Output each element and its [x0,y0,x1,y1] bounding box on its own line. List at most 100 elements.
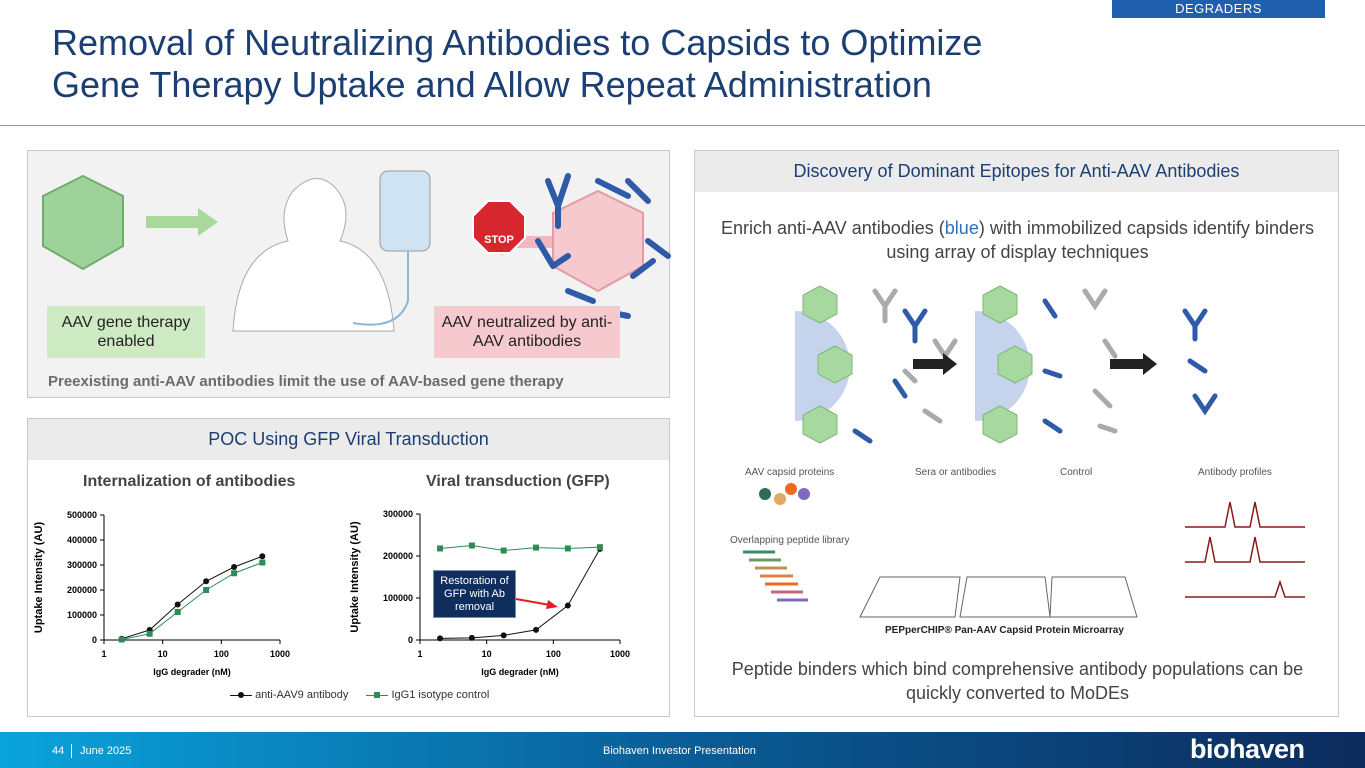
x-axis-label: IgG degrader (nM) [153,667,231,677]
data-point-anti-aav9 [231,564,238,570]
title-line-2: Gene Therapy Uptake and Allow Repeat Adm… [52,64,932,105]
series-line-1 [440,544,600,552]
data-point-igg1 [564,545,571,552]
x-tick-label: 1 [101,649,106,659]
aav-capsid-icon [42,174,124,271]
data-point-igg1 [437,545,444,552]
data-point-igg1 [500,547,507,554]
conclusion-text: Peptide binders which bind comprehensive… [731,659,1304,703]
y-axis-label: Uptake Intensity (AU) [33,522,45,634]
data-point-igg1 [596,544,603,551]
data-point-igg1 [174,609,181,615]
arrow-right-icon [1110,353,1157,375]
enrichment-illustration [795,285,1218,444]
chart-legend: anti-AAV9 antibody IgG1 isotype control [230,689,489,701]
peptide-bars [743,550,808,602]
neutralized-capsid-icon [552,189,644,293]
chart2-title: Viral transduction (GFP) [426,473,610,490]
fig-label-sera: Sera or antibodies [915,467,997,478]
gene-therapy-illustration: STOP [42,170,671,332]
x-tick-label: 100 [214,649,229,659]
x-tick-label: 10 [158,649,168,659]
x-tick-label: 100 [546,649,561,659]
y-tick-label: 0 [92,635,97,645]
fig-label-microarray: PEPperCHIP® Pan-AAV Capsid Protein Micro… [885,625,1124,636]
data-point-anti-aav9 [533,626,540,633]
series-line-0 [121,555,263,640]
iv-bag-icon [379,170,431,252]
epitope-header: Discovery of Dominant Epitopes for Anti-… [695,151,1338,192]
data-point-igg1 [203,587,210,593]
series-line-0 [440,548,601,639]
arrow-right-icon [913,353,957,375]
pepperchip-figure: AAV capsid proteins Sera or antibodies C… [705,457,1330,637]
label-gene-therapy-enabled: AAV gene therapy enabled [47,306,205,358]
poc-header: POC Using GFP Viral Transduction [28,419,669,460]
footer-title: Biohaven Investor Presentation [603,745,756,757]
fig-label-control: Control [1060,467,1093,478]
y-tick-label: 200000 [67,585,97,595]
capsid-icons [802,285,1033,444]
page-title: Removal of Neutralizing Antibodies to Ca… [52,22,1112,106]
x-axis-label: IgG degrader (nM) [481,667,559,677]
page-number: 44 [52,745,65,757]
stop-sign-text: STOP [484,234,514,246]
series-line-1 [121,562,263,640]
legend-item-anti-aav9: anti-AAV9 antibody [230,689,348,701]
microarray-slides [859,576,1138,618]
antibody-icons [852,288,1218,444]
y-axis-label: Uptake Intensity (AU) [349,521,361,633]
data-point-igg1 [468,542,475,549]
biohaven-logo: biohaven [1190,734,1305,764]
y-tick-label: 300000 [67,560,97,570]
x-tick-label: 10 [482,649,492,659]
fig-label-peptide-library: Overlapping peptide library [730,535,850,546]
annotation-arrow-icon [516,598,558,609]
chart1-title: Internalization of antibodies [83,473,296,490]
data-point-anti-aav9 [564,602,571,609]
y-tick-label: 100000 [383,593,413,603]
poc-panel: POC Using GFP Viral Transduction Interna… [27,418,670,717]
profile-lines [1185,501,1305,598]
data-point-igg1 [231,570,238,577]
data-point-anti-aav9 [437,635,444,642]
data-point-igg1 [533,544,540,551]
data-point-anti-aav9 [259,553,266,560]
stop-sign-icon [472,200,526,254]
data-point-igg1 [118,636,125,643]
fig-label-antibody-profiles: Antibody profiles [1198,467,1272,478]
y-tick-label: 0 [408,635,413,645]
y-tick-label: 200000 [383,551,413,561]
epitope-discovery-panel: Discovery of Dominant Epitopes for Anti-… [694,150,1339,717]
title-line-1: Removal of Neutralizing Antibodies to Ca… [52,22,983,63]
data-point-anti-aav9 [468,634,475,641]
arrow-right-icon [146,208,218,236]
capsid-protein-dots [759,483,810,505]
section-badge: DEGRADERS [1112,0,1325,18]
iv-tube [352,251,409,326]
y-tick-label: 300000 [383,509,413,519]
label-aav-neutralized: AAV neutralized by anti-AAV antibodies [434,306,620,358]
divider [0,125,1365,126]
footer: 44 June 2025 Biohaven Investor Presentat… [0,732,1365,768]
data-point-anti-aav9 [174,601,181,608]
footer-divider [71,744,72,758]
human-body-icon [232,178,395,332]
x-tick-label: 1000 [270,649,290,659]
data-point-anti-aav9 [500,632,507,639]
footer-date: June 2025 [80,745,132,757]
aav-problem-panel: STOP AAV gene therapy enabled AAV neutra… [27,150,671,398]
data-point-igg1 [259,559,266,566]
panel-caption: Preexisting anti-AAV antibodies limit th… [48,373,564,390]
legend-item-igg1: IgG1 isotype control [366,689,489,701]
y-tick-label: 400000 [67,535,97,545]
x-tick-label: 1000 [610,649,630,659]
x-tick-label: 1 [417,649,422,659]
restoration-annotation: Restoration of GFP with Ab removal [433,570,516,618]
intro-text: Enrich anti-AAV antibodies (blue) with i… [721,218,1314,262]
data-point-anti-aav9 [203,578,210,585]
fig-label-capsid-proteins: AAV capsid proteins [745,467,835,478]
y-tick-label: 500000 [67,510,97,520]
